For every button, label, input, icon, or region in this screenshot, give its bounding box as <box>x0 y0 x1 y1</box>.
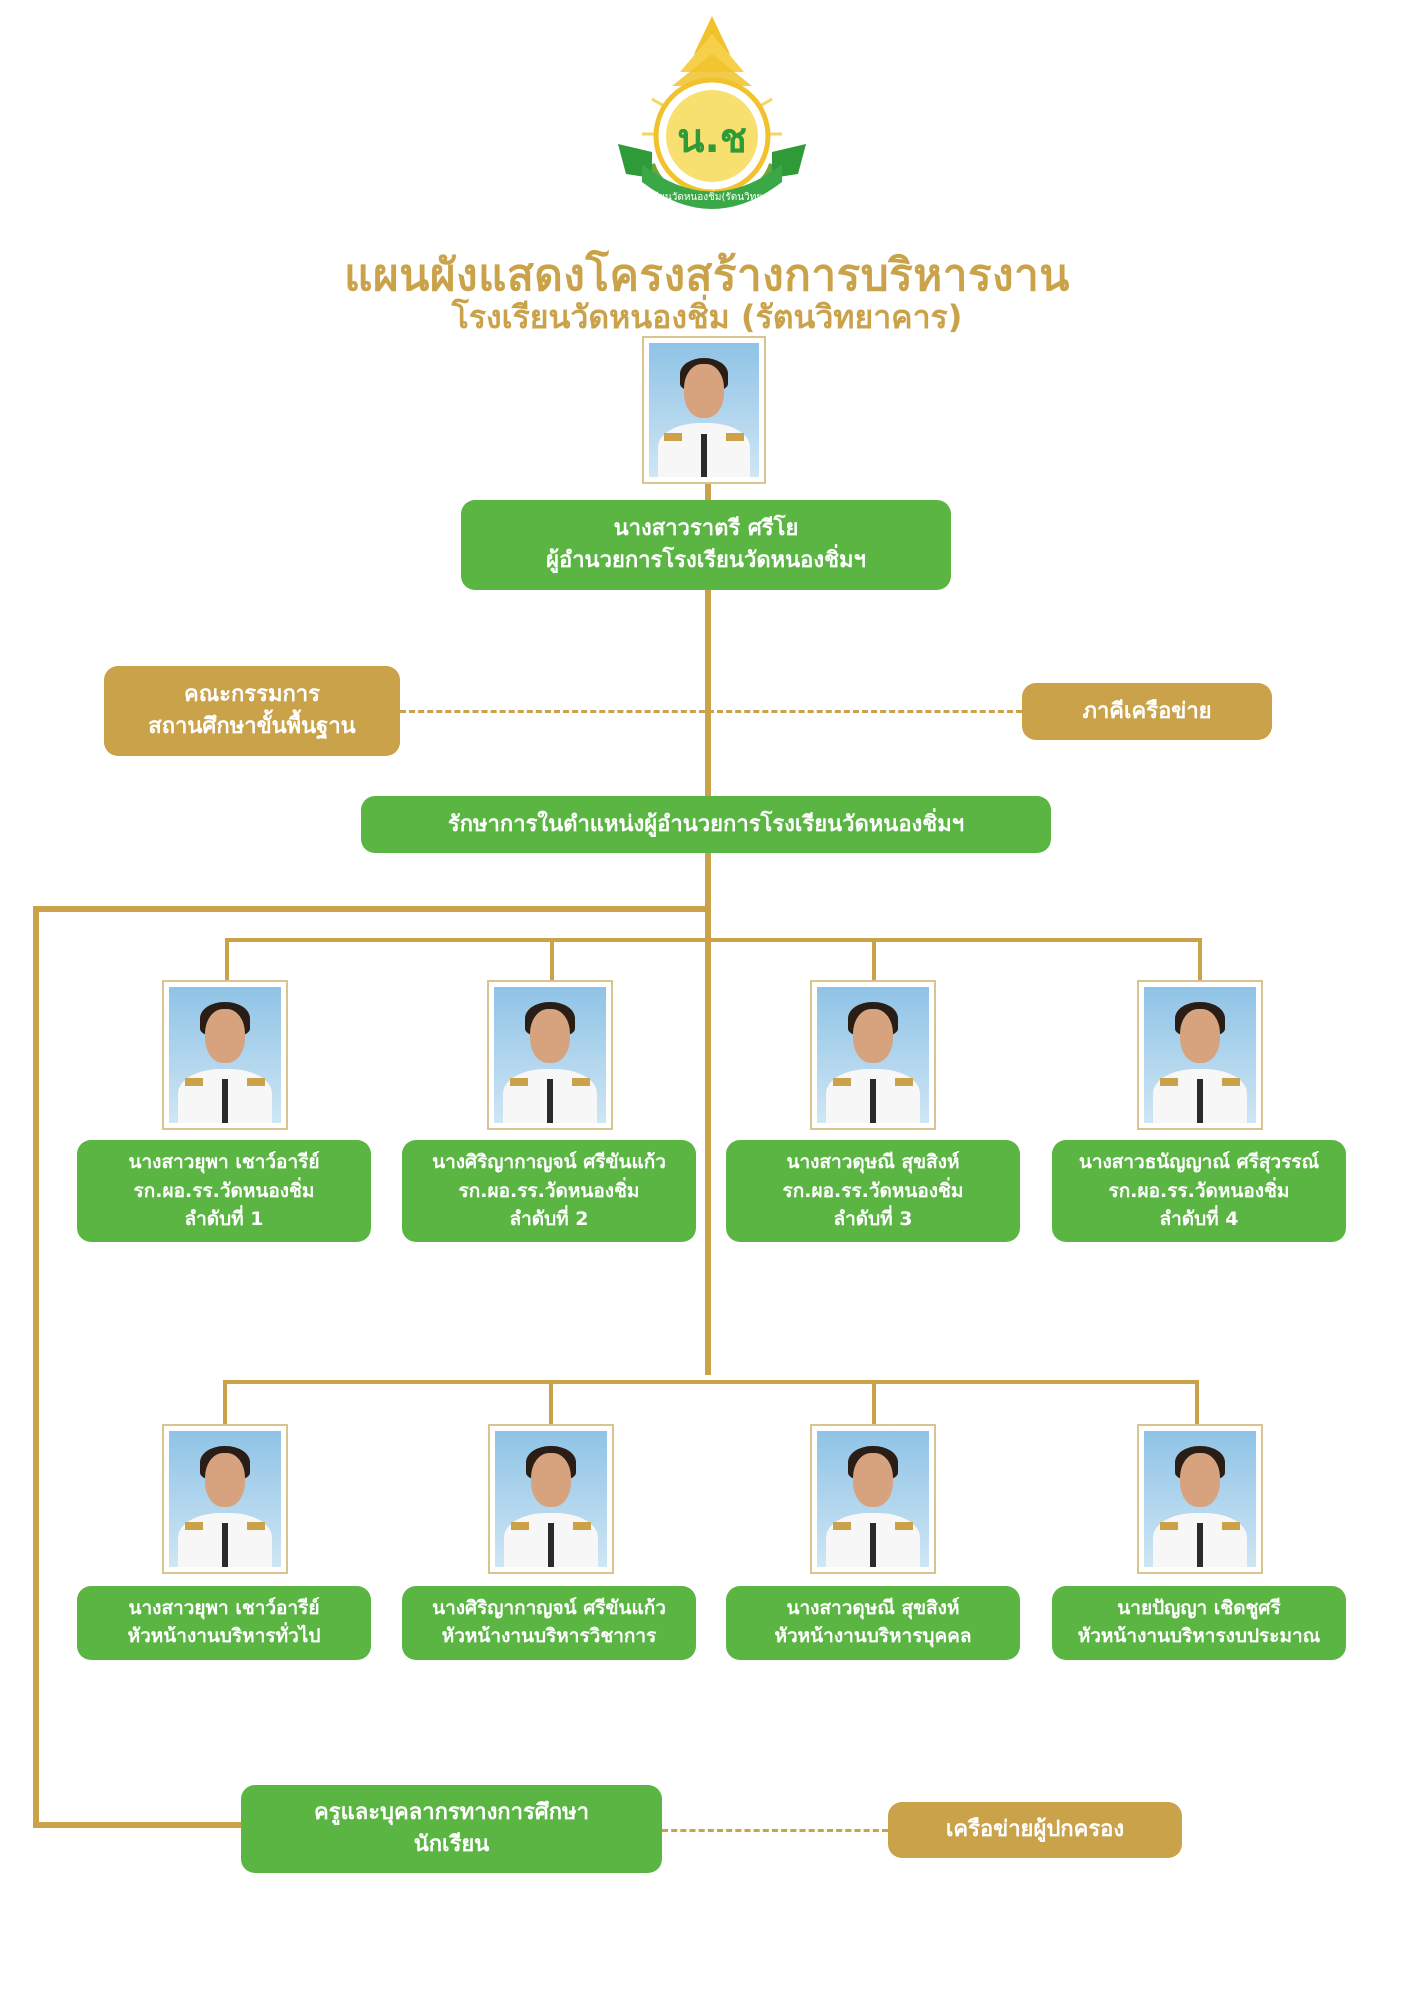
deputy-role: รก.ผอ.รร.วัดหนองชิ่ม <box>133 1179 315 1202</box>
deputy-card: นางสาวยุพา เชาว์อารีย์ รก.ผอ.รร.วัดหนองช… <box>77 1140 371 1242</box>
director-photo <box>642 336 766 484</box>
network-label: ภาคีเครือข่าย <box>1082 698 1212 724</box>
deputy-order: ลำดับที่ 3 <box>833 1208 913 1231</box>
page-title: แผนผังแสดงโครงสร้างการบริหารงาน <box>344 250 1070 301</box>
director-name: นางสาวราตรี ศรีโย <box>613 516 799 542</box>
connector-left-vertical <box>33 906 39 1828</box>
network-box: ภาคีเครือข่าย <box>1022 683 1272 740</box>
connector-head-2 <box>549 1380 553 1425</box>
school-logo: น.ช โรงเรียนวัดหนองชิ่ม(รัตนวิทยาคาร) <box>618 16 806 209</box>
deputy-photo <box>810 980 936 1130</box>
connector-heads-bar <box>223 1380 1199 1384</box>
board-line2: สถานศึกษาขั้นพื้นฐาน <box>148 714 356 739</box>
dashed-link-board-network <box>400 710 1022 713</box>
logo-initials: น.ช <box>677 116 747 162</box>
deputy-role: รก.ผอ.รร.วัดหนองชิ่ม <box>782 1179 964 1202</box>
deputy-name: นางสาวดุษณี สุขสิงห์ <box>786 1151 960 1174</box>
head-name: นางศิริญากาญจน์ ศรีขันแก้ว <box>432 1597 666 1620</box>
staff-line2: นักเรียน <box>413 1832 490 1857</box>
deputy-name: นางศิริญากาญจน์ ศรีขันแก้ว <box>432 1151 666 1174</box>
head-card: นางศิริญากาญจน์ ศรีขันแก้ว หัวหน้างานบริ… <box>402 1586 696 1660</box>
deputy-photo <box>487 980 613 1130</box>
connector-deputy-1 <box>225 938 229 980</box>
head-role: หัวหน้างานบริหารงบประมาณ <box>1077 1625 1321 1647</box>
logo-text: โรงเรียนวัดหนองชิ่ม(รัตนวิทยาคาร) <box>635 189 790 203</box>
deputy-card: นางศิริญากาญจน์ ศรีขันแก้ว รก.ผอ.รร.วัดห… <box>402 1140 696 1242</box>
head-role: หัวหน้างานบริหารวิชาการ <box>441 1625 657 1647</box>
board-box: คณะกรรมการ สถานศึกษาขั้นพื้นฐาน <box>104 666 400 756</box>
head-card: นายปัญญา เชิดชูศรี หัวหน้างานบริหารงบประ… <box>1052 1586 1346 1660</box>
staff-box: ครูและบุคลากรทางการศึกษา นักเรียน <box>241 1785 662 1873</box>
deputy-name: นางสาวธนัญญาณ์ ศรีสุวรรณ์ <box>1078 1151 1320 1174</box>
deputy-photo <box>1137 980 1263 1130</box>
deputy-card: นางสาวธนัญญาณ์ ศรีสุวรรณ์ รก.ผอ.รร.วัดหน… <box>1052 1140 1346 1242</box>
deputy-order: ลำดับที่ 2 <box>509 1208 589 1231</box>
head-card: นางสาวดุษณี สุขสิงห์ หัวหน้างานบริหารบุค… <box>726 1586 1020 1660</box>
connector-left-branch <box>33 906 711 912</box>
head-card: นางสาวยุพา เชาว์อารีย์ หัวหน้างานบริหารท… <box>77 1586 371 1660</box>
head-name: นางสาวดุษณี สุขสิงห์ <box>786 1597 960 1620</box>
director-position: ผู้อำนวยการโรงเรียนวัดหนองชิ่มฯ <box>546 548 866 573</box>
deputy-role: รก.ผอ.รร.วัดหนองชิ่ม <box>458 1179 640 1202</box>
connector-deputy-4 <box>1198 938 1202 980</box>
head-role: หัวหน้างานบริหารทั่วไป <box>127 1625 321 1647</box>
head-photo <box>1137 1424 1263 1574</box>
deputy-order: ลำดับที่ 1 <box>184 1208 264 1231</box>
dashed-link-staff-parents <box>662 1829 888 1832</box>
parents-network-box: เครือข่ายผู้ปกครอง <box>888 1802 1182 1858</box>
deputy-order: ลำดับที่ 4 <box>1159 1208 1239 1231</box>
connector-head-4 <box>1195 1380 1199 1425</box>
connector-head-3 <box>872 1380 876 1425</box>
director-box: นางสาวราตรี ศรีโย ผู้อำนวยการโรงเรียนวัด… <box>461 500 951 590</box>
connector-head-1 <box>223 1380 227 1425</box>
connector-left-to-staff <box>33 1822 243 1828</box>
head-name: นายปัญญา เชิดชูศรี <box>1117 1597 1281 1620</box>
acting-label: รักษาการในตำแหน่งผู้อำนวยการโรงเรียนวัดห… <box>447 811 965 837</box>
parents-network-label: เครือข่ายผู้ปกครอง <box>945 1817 1125 1843</box>
board-line1: คณะกรรมการ <box>184 682 320 708</box>
deputy-card: นางสาวดุษณี สุขสิงห์ รก.ผอ.รร.วัดหนองชิ่… <box>726 1140 1020 1242</box>
deputy-name: นางสาวยุพา เชาว์อารีย์ <box>128 1151 320 1174</box>
connector-main-trunk <box>705 475 711 1375</box>
connector-deputy-3 <box>872 938 876 980</box>
acting-box: รักษาการในตำแหน่งผู้อำนวยการโรงเรียนวัดห… <box>361 796 1051 853</box>
staff-line1: ครูและบุคลากรทางการศึกษา <box>314 1800 589 1826</box>
head-role: หัวหน้างานบริหารบุคคล <box>774 1625 972 1647</box>
head-photo <box>810 1424 936 1574</box>
head-photo <box>162 1424 288 1574</box>
head-name: นางสาวยุพา เชาว์อารีย์ <box>128 1597 320 1620</box>
deputy-photo <box>162 980 288 1130</box>
connector-deputies-bar <box>225 938 1202 942</box>
head-photo <box>488 1424 614 1574</box>
connector-deputy-2 <box>550 938 554 980</box>
deputy-role: รก.ผอ.รร.วัดหนองชิ่ม <box>1108 1179 1290 1202</box>
page-subtitle: โรงเรียนวัดหนองชิ่ม (รัตนวิทยาคาร) <box>451 298 963 336</box>
